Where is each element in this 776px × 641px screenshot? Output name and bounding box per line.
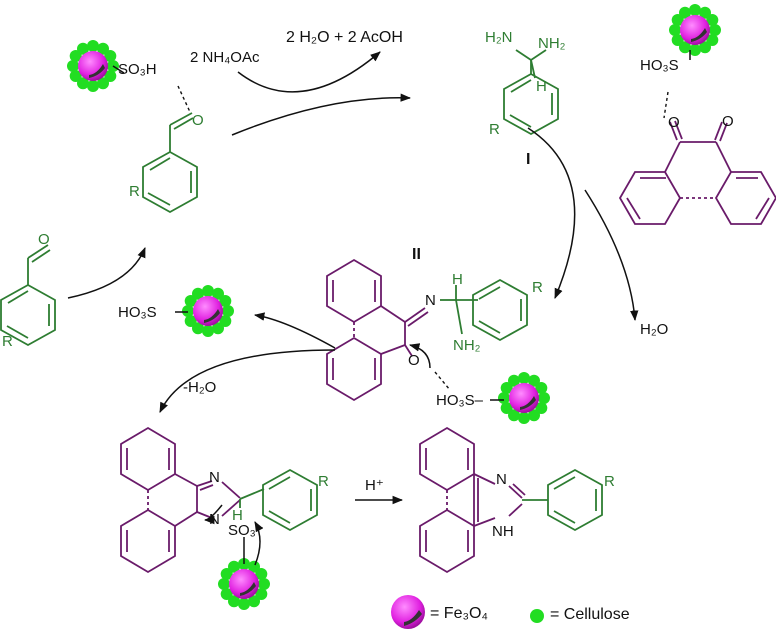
cellulose-legend-label: = Cellulose <box>550 606 630 623</box>
intermediate-ii-nh2-label: NH₂ <box>453 337 481 354</box>
catalyst-ho3s-dash-label: HO₃S– <box>436 392 483 409</box>
catalyst-particle-middle-left <box>182 285 234 337</box>
aldehyde-complex <box>142 112 198 214</box>
aldehyde-r-label: R <box>129 183 140 200</box>
catalyst-particle-bottom <box>218 558 270 610</box>
arrow-cyclization <box>159 349 336 413</box>
catalyst-particle-top-left <box>67 40 119 92</box>
imidazoline-n-bottom: N <box>209 511 220 528</box>
intermediate-i-h2n-label: H₂N <box>485 29 513 46</box>
product-nh-label: NH <box>492 523 514 540</box>
byproduct-label: 2 H₂O + 2 AcOH <box>286 29 403 46</box>
arrow-ammonium-acetate <box>237 51 381 93</box>
catalyst-so3h-label: SO₃H <box>118 61 157 78</box>
ammonium-acetate-label: 2 NH₄OAc <box>190 49 260 66</box>
phenanthroimidazole-product <box>419 426 526 574</box>
imidazoline-intermediate <box>120 426 241 574</box>
intermediate-ii-h-label: H <box>452 271 463 288</box>
catalyst-particle-top-right <box>669 4 721 56</box>
catalyst-ho3s-label: HO₃S <box>640 57 679 74</box>
intermediate-ii-oxygen-label: O <box>408 352 420 369</box>
intermediate-i-structure <box>503 49 559 136</box>
arrow-water-release <box>584 189 639 322</box>
product-r-label: R <box>604 473 615 490</box>
arrow-to-intermediate-i <box>231 93 412 136</box>
aldehyde-oxygen-label: O <box>192 112 204 129</box>
imidazoline-r-label: R <box>318 473 329 490</box>
benzaldehyde-oxygen-label: O <box>38 231 50 248</box>
quinone-oxygen-right: O <box>722 113 734 130</box>
reaction-arrows <box>67 51 639 566</box>
catalyst-so3-minus-label: SO₃⁻ <box>228 522 264 539</box>
fe3o4-legend-label: = Fe₃O₄ <box>430 605 488 622</box>
arrow-catalyst-release <box>253 312 336 349</box>
phenanthrenequinone <box>618 120 776 225</box>
catalyst-particle-middle-right <box>498 372 550 424</box>
water-label: H₂O <box>640 321 669 338</box>
product-n-label: N <box>496 471 507 488</box>
intermediate-ii-label: II <box>412 246 421 263</box>
intermediate-i-nh2-label: NH₂ <box>538 35 566 52</box>
arrow-i-to-ii <box>527 127 576 299</box>
benzaldehyde <box>0 244 56 347</box>
intermediate-i-label: I <box>526 151 531 168</box>
proton-label: H⁺ <box>365 477 384 494</box>
fe3o4-legend-icon <box>391 595 425 629</box>
intermediate-ii-r-label: R <box>532 279 543 296</box>
imidazoline-n-top: N <box>209 469 220 486</box>
intermediate-ii-n-label: N <box>425 292 436 309</box>
intermediate-ii-structure <box>326 258 429 402</box>
imidazoline-h-label: H <box>232 507 243 524</box>
benzaldehyde-r-label: R <box>2 333 13 350</box>
catalyst-ho3s-middle-label: HO₃S <box>118 304 157 321</box>
cellulose-legend-icon <box>530 609 544 623</box>
arrow-aldehyde-activation <box>67 247 146 299</box>
minus-water-label: -H₂O <box>183 379 217 396</box>
quinone-oxygen-left: O <box>668 114 680 131</box>
intermediate-i-h-label: H <box>536 78 547 95</box>
intermediate-i-r-label: R <box>489 121 500 138</box>
